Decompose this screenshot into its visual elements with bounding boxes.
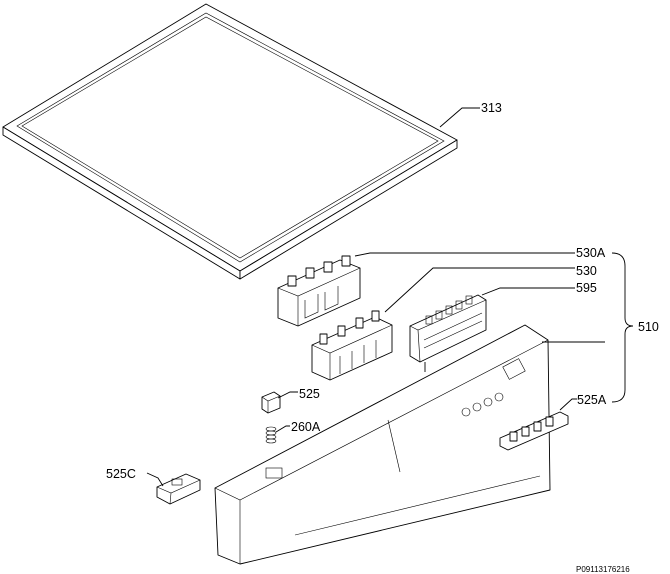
leader-525c xyxy=(146,472,164,487)
leader-595 xyxy=(481,287,575,296)
bracket-part-530 xyxy=(311,310,393,381)
bracket-part-530a xyxy=(277,255,361,327)
label-595: 595 xyxy=(576,281,597,295)
label-313: 313 xyxy=(481,101,502,115)
module-part-595 xyxy=(409,294,487,372)
leader-525 xyxy=(277,391,298,399)
label-525c: 525C xyxy=(106,467,136,481)
button-strip-part-525a xyxy=(499,411,569,451)
label-530: 530 xyxy=(576,264,597,278)
label-260a: 260A xyxy=(291,420,321,434)
label-510: 510 xyxy=(638,320,659,334)
spring-part-260a xyxy=(265,426,277,444)
label-530a: 530A xyxy=(576,246,606,260)
reference-code: P09113176216 xyxy=(576,565,630,574)
label-525: 525 xyxy=(299,387,320,401)
leader-260a xyxy=(275,425,290,433)
control-panel-part-510 xyxy=(214,324,551,565)
leader-313 xyxy=(439,107,480,128)
leader-530a xyxy=(354,252,575,257)
handle-part-525c xyxy=(156,473,201,505)
brace-510 xyxy=(611,252,634,403)
label-525a: 525A xyxy=(577,393,607,407)
button-part-525 xyxy=(261,391,281,414)
leader-530 xyxy=(384,267,575,313)
lid-part-313 xyxy=(2,3,458,280)
leader-525a xyxy=(559,398,577,411)
